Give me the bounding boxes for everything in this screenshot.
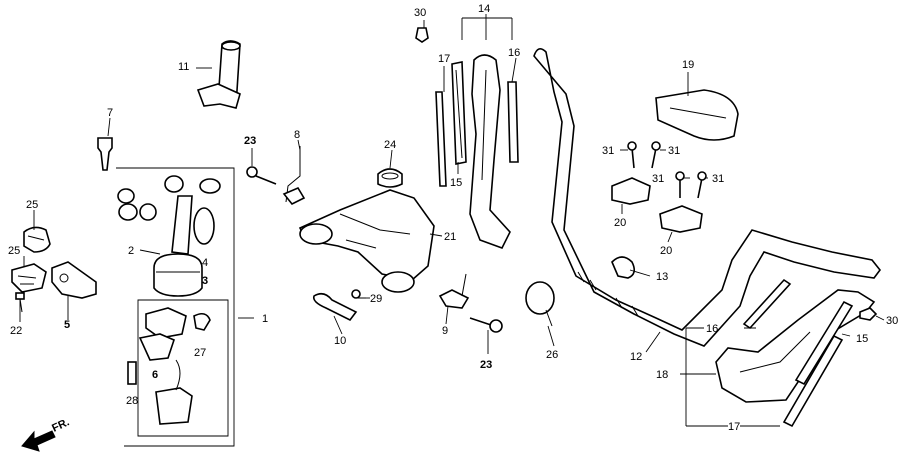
part-21-top-bridge [298,189,435,293]
part-14-column-cover [469,54,511,249]
part-16-strip-lower [742,278,792,330]
callout-31-c: 31 [652,173,664,185]
part-15-strip-upper [451,61,467,165]
callout-18: 18 [656,369,668,381]
part-10-cable [312,292,358,322]
callout-26: 26 [546,349,558,361]
callout-21: 21 [444,231,456,243]
part-13-clip [611,256,636,279]
callout-12: 12 [630,351,642,363]
callout-25-lower: 25 [8,245,20,257]
callout-8: 8 [294,129,300,141]
part-16-strip-upper [507,81,519,163]
callout-7: 7 [107,107,113,119]
callout-5: 5 [64,319,70,331]
part-23-bolt-left [246,166,277,185]
callout-23-center: 23 [480,359,492,371]
callout-6: 6 [152,369,158,381]
part-25-switch-cover [23,226,51,253]
part-20-holder-upper [611,177,651,205]
part-17-strip-lower [782,334,844,428]
part-27-clip [193,312,211,331]
callout-9: 9 [442,325,448,337]
part-25-switch-housing [11,263,47,293]
callout-25-upper: 25 [26,199,38,211]
callout-1: 1 [262,313,268,325]
front-direction-arrow: FR. [21,416,71,452]
callout-23-left: 23 [244,135,256,147]
part-23-bolt-center [469,317,503,333]
bracket-16-17 [685,327,780,427]
assembly-bracket-1 [116,167,235,447]
part-20-holder-lower [659,205,703,233]
part-6-ignition-switch [138,307,193,425]
part-28-connector [127,361,137,385]
callout-16-upper: 16 [508,47,520,59]
callout-20-lower: 20 [660,245,672,257]
callout-13: 13 [656,271,668,283]
callout-10: 10 [334,335,346,347]
callout-15-upper: 15 [450,177,462,189]
callout-31-d: 31 [712,173,724,185]
callout-11: 11 [178,61,189,73]
callout-30-lower: 30 [886,315,898,327]
callout-4: 4 [202,257,208,269]
callout-2: 2 [128,245,134,257]
callout-labels: 1 2 3 4 5 6 7 8 9 10 11 12 13 14 15 15 1… [8,3,898,433]
part-29-bolt [351,289,366,299]
callout-16-lower: 16 [706,323,718,335]
callout-31-b: 31 [668,145,680,157]
callout-27: 27 [194,347,206,359]
part-12-handlebar [533,48,882,347]
part-8-cable-guide [282,146,306,206]
leader-lines [19,20,885,375]
part-17-strip-upper [435,91,447,187]
callout-3: 3 [202,275,208,287]
part-small-rings [117,175,221,245]
callout-29: 29 [370,293,382,305]
callout-30-upper: 30 [414,7,426,19]
part-30-bolt-top [415,27,429,43]
part-24-grommet [377,168,403,188]
callout-14: 14 [478,3,490,15]
callout-17-lower: 17 [728,421,740,433]
part-30-bolt-right [859,307,878,321]
part-15-strip-lower [794,300,854,386]
part-26-clamp [525,281,555,327]
part-2-3-lock-cylinder [153,195,203,297]
callout-20-upper: 20 [614,217,626,229]
callout-22: 22 [10,325,22,337]
part-19-cover [655,89,739,141]
part-5-switch [51,261,97,299]
part-7-key [97,137,113,171]
callout-19: 19 [682,59,694,71]
callout-24: 24 [384,139,396,151]
front-direction-label: FR. [50,416,71,434]
bracket-14 [461,14,513,40]
callout-15-lower: 15 [856,333,868,345]
callout-17-upper: 17 [438,53,450,65]
part-11-bracket [196,40,241,109]
callout-31-a: 31 [602,145,614,157]
part-9-bracket [438,273,470,309]
part-31-bolts [627,141,707,199]
assembly-bracket-inner [137,299,229,437]
callout-28: 28 [126,395,138,407]
